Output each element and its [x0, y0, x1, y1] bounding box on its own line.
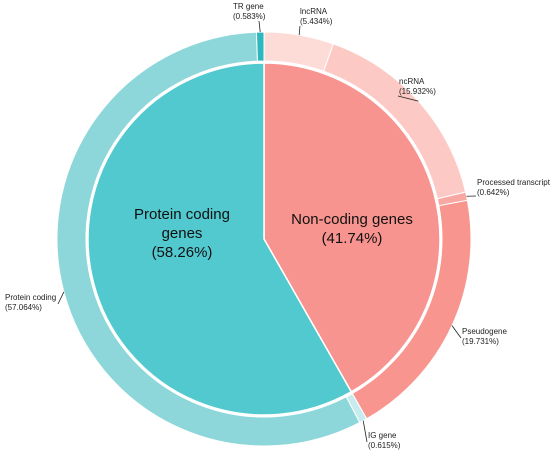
outer-slice-tr-gene — [255, 31, 265, 62]
outer-label-ncrna: ncRNA — [399, 77, 425, 86]
outer-label-processed-transcript: Processed transcript — [477, 178, 550, 187]
outer-slice-protein-coding — [56, 31, 361, 447]
inner-label-protein-coding-genes: genes — [162, 225, 203, 242]
inner-labels: Protein coding genes (58.26%) Non-coding ge… — [134, 206, 413, 261]
outer-percent-tr-gene: (0.583%) — [233, 12, 266, 21]
leader-line-pseudogene — [451, 325, 462, 339]
outer-label-protein-coding: Protein coding — [5, 293, 56, 302]
outer-percent-ig-gene: (0.615%) — [368, 441, 401, 450]
outer-label-lncrna: lncRNA — [300, 7, 328, 16]
outer-label-ig-gene: IG gene — [368, 431, 397, 440]
outer-labels: lncRNA(5.434%) ncRNA(15.932%) Processed tr… — [5, 2, 550, 450]
leader-line-lncrna — [298, 25, 301, 36]
inner-label-non-coding-genes: Non-coding genes — [291, 211, 413, 228]
outer-percent-protein-coding: (57.064%) — [5, 303, 42, 312]
inner-slice-protein-coding-genes — [87, 62, 353, 416]
inner-pie — [87, 62, 441, 416]
inner-slice-non-coding-genes — [263, 62, 441, 393]
leader-line-ig-gene — [362, 420, 368, 443]
outer-percent-pseudogene: (19.731%) — [462, 337, 499, 346]
outer-label-pseudogene: Pseudogene — [462, 327, 507, 336]
outer-label-tr-gene: TR gene — [233, 2, 264, 11]
outer-percent-processed-transcript: (0.642%) — [477, 188, 510, 197]
outer-percent-lncrna: (5.434%) — [300, 17, 333, 26]
leader-line-ncrna — [397, 95, 419, 102]
outer-percent-ncrna: (15.932%) — [399, 87, 436, 96]
leader-line-tr-gene — [258, 20, 261, 33]
inner-percent-non-coding-genes: (41.74%) — [322, 230, 383, 247]
outer-ring — [56, 31, 472, 447]
inner-label-protein-coding-genes: Protein coding — [134, 206, 230, 223]
inner-percent-protein-coding-genes: (58.26%) — [152, 244, 213, 261]
leader-line-protein-coding — [57, 291, 65, 305]
